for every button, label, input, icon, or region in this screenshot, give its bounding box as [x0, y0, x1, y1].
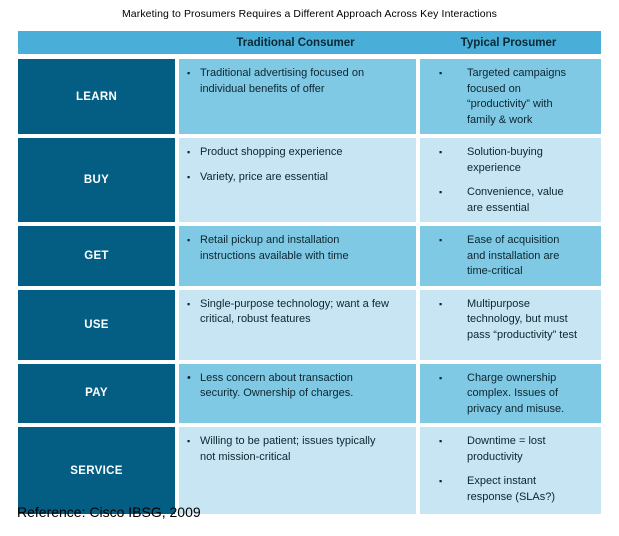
prosumer-bullet-list: ▪ Targeted campaigns focused on “producti…	[438, 66, 579, 128]
square-bullet-icon: ▪	[439, 147, 443, 157]
bullet-text: Ease of acquisition and installation are…	[467, 234, 560, 277]
bullet-item: ▪ Single-purpose technology; want a few c…	[186, 297, 389, 328]
square-bullet-icon: ▪	[187, 235, 191, 245]
bullet-text: Downtime = lost productivity	[467, 435, 546, 463]
square-bullet-icon: ▪	[187, 298, 191, 309]
prosumer-cell: ▪ Downtime = lost productivity ▪ Expect ins…	[420, 427, 601, 514]
row-label-get: GET	[18, 226, 175, 286]
prosumer-cell: ▪ Targeted campaigns focused on “producti…	[420, 59, 601, 134]
bullet-text: Variety, price are essential	[200, 170, 328, 183]
round-bullet-icon: •	[187, 371, 191, 384]
traditional-bullet-list: ▪ Willing to be patient; issues typically…	[186, 434, 389, 465]
bullet-item: ▪ Solution-buying experience	[438, 145, 579, 176]
bullet-text: Convenience, value are essential	[467, 186, 564, 214]
traditional-cell: ▪ Single-purpose technology; want a few c…	[179, 289, 416, 360]
reference-text: Reference: Cisco IBSG, 2009	[17, 504, 201, 520]
traditional-cell: ▪ Retail pickup and installation instruct…	[179, 226, 416, 286]
square-bullet-icon: ▪	[439, 235, 443, 245]
bullet-text: Retail pickup and installation instructi…	[200, 234, 349, 262]
row-label-pay: PAY	[18, 363, 175, 423]
bullet-text: Less concern about transaction security.…	[200, 371, 354, 400]
traditional-bullet-list: • Less concern about transaction security…	[186, 371, 389, 402]
bullet-text: Product shopping experience	[200, 146, 343, 158]
row-label-learn: LEARN	[18, 59, 175, 134]
square-bullet-icon: ▪	[439, 68, 443, 78]
prosumer-bullet-list: ▪ Downtime = lost productivity ▪ Expect ins…	[438, 434, 579, 505]
square-bullet-icon: ▪	[439, 436, 443, 446]
bullet-text: Expect instant response (SLAs?)	[467, 475, 556, 503]
bullet-item: ▪ Multipurpose technology, but must pass …	[438, 297, 579, 344]
square-bullet-icon: ▪	[439, 187, 443, 197]
bullet-item: ▪ Downtime = lost productivity	[438, 434, 579, 465]
bullet-item: ▪ Retail pickup and installation instruct…	[186, 233, 389, 264]
prosumer-cell: ▪ Multipurpose technology, but must pass …	[420, 289, 601, 360]
bullet-item: ▪ Charge ownership complex. Issues of pri…	[438, 371, 579, 418]
table-body: LEARN ▪ Traditional advertising focused on…	[18, 59, 601, 514]
traditional-cell: ▪ Willing to be patient; issues typically…	[179, 427, 416, 514]
bullet-item: ▪ Targeted campaigns focused on “producti…	[438, 66, 579, 128]
header-traditional-consumer: Traditional Consumer	[236, 36, 355, 49]
square-bullet-icon: ▪	[439, 476, 443, 486]
prosumer-bullet-list: ▪ Solution-buying experience ▪ Convenience,…	[438, 145, 579, 216]
bullet-text: Traditional advertising focused on indiv…	[200, 67, 365, 95]
prosumer-bullet-list: ▪ Ease of acquisition and installation ar…	[438, 233, 579, 280]
bullet-item: ▪ Variety, price are essential	[186, 170, 389, 186]
bullet-item: ▪ Expect instant response (SLAs?)	[438, 474, 579, 505]
prosumer-bullet-list: ▪ Charge ownership complex. Issues of pri…	[438, 371, 579, 418]
table-row-use: USE ▪ Single-purpose technology; want a fe…	[18, 289, 601, 360]
traditional-cell: • Less concern about transaction security…	[179, 363, 416, 423]
bullet-text: Multipurpose technology, but must pass “…	[467, 297, 578, 341]
square-bullet-icon: ▪	[187, 171, 191, 182]
square-bullet-icon: ▪	[187, 436, 191, 446]
bullet-item: ▪ Traditional advertising focused on indi…	[186, 66, 389, 97]
page-title: Marketing to Prosumers Requires a Differ…	[121, 8, 498, 20]
traditional-bullet-list: ▪ Product shopping experience ▪ Variety, pr…	[186, 145, 389, 185]
square-bullet-icon: ▪	[187, 147, 191, 157]
table-row-service: SERVICE ▪ Willing to be patient; issues ty…	[18, 427, 601, 514]
traditional-cell: ▪ Traditional advertising focused on indi…	[179, 59, 416, 134]
row-label-use: USE	[18, 289, 175, 360]
table-header-row: Traditional Consumer Typical Prosumer	[18, 31, 601, 54]
bullet-text: Charge ownership complex. Issues of priv…	[467, 371, 565, 415]
table-row-learn: LEARN ▪ Traditional advertising focused on…	[18, 59, 601, 134]
bullet-text: Willing to be patient; issues typically …	[200, 435, 376, 463]
bullet-item: ▪ Convenience, value are essential	[438, 185, 579, 216]
traditional-cell: ▪ Product shopping experience ▪ Variety, pr…	[179, 138, 416, 222]
table-row-pay: PAY • Less concern about transaction secur…	[18, 363, 601, 423]
prosumer-bullet-list: ▪ Multipurpose technology, but must pass …	[438, 297, 579, 344]
header-spacer-cell	[18, 31, 175, 54]
prosumer-cell: ▪ Solution-buying experience ▪ Convenience,…	[420, 138, 601, 222]
table-row-buy: BUY ▪ Product shopping experience ▪ Variety,…	[18, 138, 601, 222]
bullet-item: ▪ Willing to be patient; issues typically…	[186, 434, 389, 465]
row-label-service: SERVICE	[18, 427, 175, 514]
bullet-text: Single-purpose technology; want a few cr…	[200, 297, 389, 326]
square-bullet-icon: ▪	[439, 372, 443, 383]
row-label-buy: BUY	[18, 138, 175, 222]
prosumer-cell: ▪ Ease of acquisition and installation ar…	[420, 226, 601, 286]
header-typical-prosumer: Typical Prosumer	[460, 36, 557, 49]
prosumer-cell: ▪ Charge ownership complex. Issues of pri…	[420, 363, 601, 423]
bullet-text: Targeted campaigns focused on “productiv…	[467, 67, 567, 126]
traditional-bullet-list: ▪ Single-purpose technology; want a few c…	[186, 297, 389, 328]
square-bullet-icon: ▪	[439, 298, 443, 309]
bullet-item: • Less concern about transaction security…	[186, 371, 389, 402]
traditional-bullet-list: ▪ Traditional advertising focused on indi…	[186, 66, 389, 97]
traditional-bullet-list: ▪ Retail pickup and installation instruct…	[186, 233, 389, 264]
bullet-item: ▪ Product shopping experience	[186, 145, 389, 161]
prosumer-comparison-table: Traditional Consumer Typical Prosumer LE…	[18, 31, 601, 514]
square-bullet-icon: ▪	[187, 68, 191, 78]
bullet-item: ▪ Ease of acquisition and installation ar…	[438, 233, 579, 280]
bullet-text: Solution-buying experience	[467, 146, 543, 174]
table-row-get: GET ▪ Retail pickup and installation instr…	[18, 226, 601, 286]
